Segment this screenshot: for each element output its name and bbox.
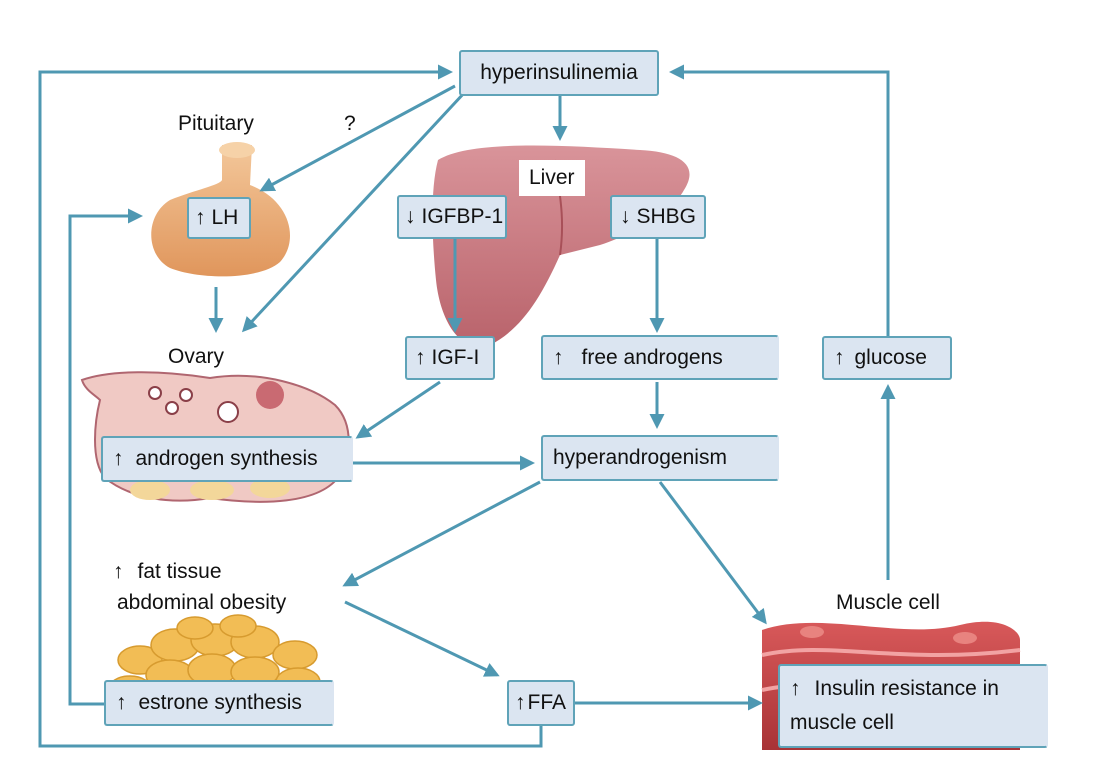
hyperandrogenism-box: hyperandrogenism [541,435,779,481]
insulin-resistance-box: ↑ Insulin resistance in muscle cell [778,664,1048,748]
muscle-cell-label: Muscle cell [836,591,940,614]
fat-tissue-line: ↑ fat tissue [113,560,222,584]
hyperinsulinemia-label: hyperinsulinemia [480,61,638,84]
igfbp1-box: ↓IGFBP-1 [397,195,507,239]
free-androgens-box: ↑ free androgens [541,335,779,380]
igfbp1-label: IGFBP-1 [421,205,504,228]
up-arrow-icon: ↑ [195,206,206,229]
igf1-label: IGF-I [431,346,480,369]
insulin-resistance-line1: ↑ Insulin resistance in [790,677,999,701]
glucose-label: glucose [854,346,927,369]
hyperandrogenism-label: hyperandrogenism [553,446,727,469]
lh-label: LH [211,206,239,229]
up-arrow-icon: ↑ [113,447,124,470]
up-arrow-icon: ↑ [515,691,526,714]
androgen-synthesis-label: androgen synthesis [135,447,318,470]
insulin-resistance-line2: muscle cell [790,711,894,734]
abdominal-obesity-label: abdominal obesity [117,591,287,614]
lh-box: ↑LH [187,197,251,239]
question-mark: ? [344,112,356,135]
ffa-box: ↑FFA [507,680,575,726]
ovary-label: Ovary [168,345,225,368]
insulin-resistance-label: Insulin resistance in [814,677,999,700]
igf1-box: ↑IGF-I [405,336,495,380]
up-arrow-icon: ↑ [415,346,426,369]
up-arrow-icon: ↑ [113,560,124,583]
estrone-synthesis-label: estrone synthesis [138,691,302,714]
up-arrow-icon: ↑ [116,691,127,714]
liver-label: Liver [519,160,585,196]
up-arrow-icon: ↑ [553,345,564,369]
up-arrow-icon: ↑ [834,346,845,369]
androgen-synthesis-box: ↑ androgen synthesis [101,436,353,482]
glucose-box: ↑ glucose [822,336,952,380]
ffa-label: FFA [527,691,567,714]
hyperinsulinemia-box: hyperinsulinemia [459,50,659,96]
pituitary-label: Pituitary [178,112,254,135]
down-arrow-icon: ↓ [620,205,631,228]
down-arrow-icon: ↓ [405,205,416,228]
shbg-box: ↓SHBG [610,195,706,239]
fat-tissue-label: fat tissue [137,560,222,583]
free-androgens-label: free androgens [581,345,723,369]
shbg-label: SHBG [636,205,697,228]
estrone-synthesis-box: ↑ estrone synthesis [104,680,334,726]
up-arrow-icon: ↑ [790,677,801,700]
